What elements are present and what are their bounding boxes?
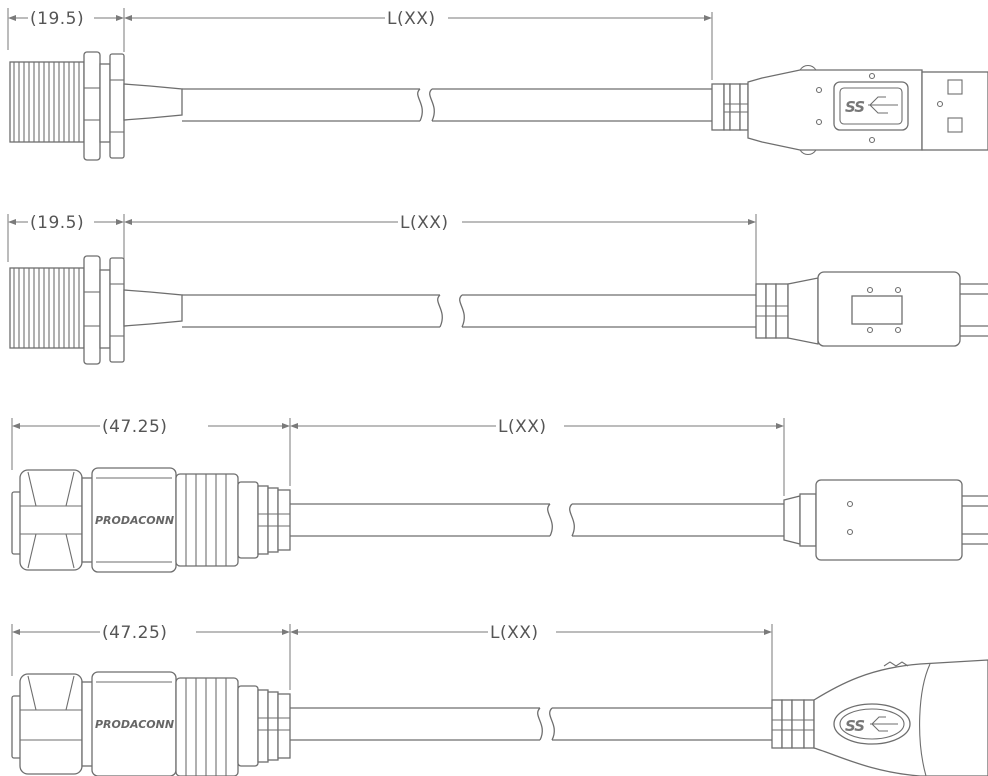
m12-panel-connector-1: [9, 51, 183, 161]
cable-1: [182, 88, 712, 122]
dimension-line-4: (47.25) L(XX): [11, 623, 773, 700]
ss-usb-logo-1: SS: [845, 98, 864, 116]
dim-label-left-3: (47.25): [102, 417, 167, 437]
dim-label-right-1: L(XX): [387, 9, 436, 29]
brand-label-4: PRODACONN: [95, 718, 174, 731]
dim-label-left-4: (47.25): [102, 623, 167, 643]
usb3-a-overmold-4: SS: [771, 659, 988, 776]
dimension-line-2: (19.5) L(XX): [7, 213, 757, 286]
dimension-line-1: (19.5) L(XX): [7, 8, 713, 80]
m12-field-connector-3: PRODACONN: [11, 467, 291, 573]
cable-2: [182, 294, 756, 328]
dim-label-right-3: L(XX): [498, 417, 547, 437]
dimension-line-3: (47.25) L(XX): [11, 417, 785, 496]
cable-3: [290, 503, 784, 537]
brand-label-3: PRODACONN: [95, 514, 174, 527]
dim-label-left-1: (19.5): [30, 9, 84, 29]
m12-panel-connector-2: [9, 255, 183, 365]
ss-usb-logo-4: SS: [845, 717, 864, 735]
usb-c-plug-3: [783, 479, 988, 561]
thread-ticks-2: [13, 268, 80, 348]
cable-4: [290, 707, 772, 741]
dim-label-left-2: (19.5): [30, 213, 84, 233]
dim-label-right-2: L(XX): [400, 213, 449, 233]
thread-ticks-1: [13, 62, 80, 142]
usb3-b-plug-2: [755, 271, 988, 347]
drawing-1: (19.5) L(XX): [7, 8, 988, 161]
usb3-a-plug-1: SS: [711, 64, 988, 156]
drawing-2: (19.5) L(XX): [7, 213, 988, 365]
dim-label-right-4: L(XX): [490, 623, 539, 643]
drawing-4: (47.25) L(XX) PRODACONN: [11, 623, 988, 776]
m12-field-connector-4: PRODACONN: [11, 671, 291, 776]
drawing-3: (47.25) L(XX) PRODACONN: [11, 417, 988, 573]
